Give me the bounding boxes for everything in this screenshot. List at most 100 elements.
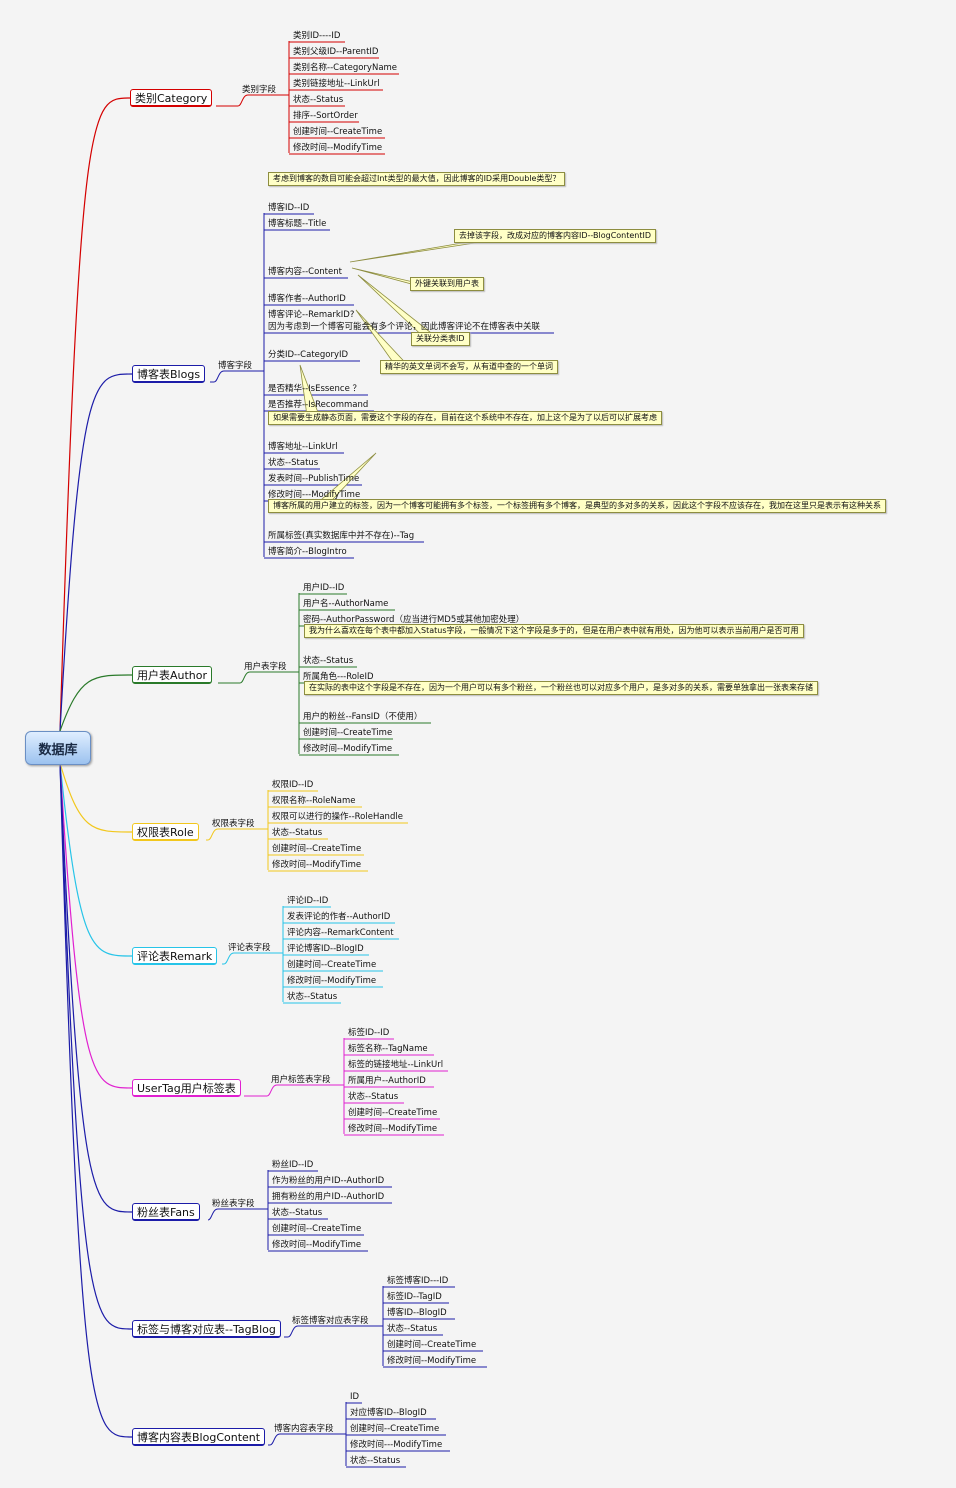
- remark-field-2[interactable]: 评论内容--RemarkContent: [287, 928, 394, 938]
- author-note-0: 我为什么喜欢在每个表中都加入Status字段，一般情况下这个字段是多于的，但是在…: [304, 624, 804, 638]
- author-node[interactable]: 用户表Author: [132, 666, 213, 684]
- remark-field-5[interactable]: 修改时间--ModifyTime: [287, 976, 377, 986]
- content-field-4[interactable]: 状态--Status: [350, 1456, 401, 1466]
- blogs-note-1: 去掉该字段，改成对应的博客内容ID--BlogContentID: [454, 229, 657, 243]
- fans-field-4[interactable]: 创建时间--CreateTime: [272, 1224, 362, 1234]
- content-branch-line: [59, 762, 133, 1438]
- role-field-3[interactable]: 状态--Status: [272, 828, 323, 838]
- blogs-note-0: 考虑到博客的数目可能会超过Int类型的最大值，因此博客的ID采用Double类型…: [268, 172, 566, 186]
- role-field-5[interactable]: 修改时间--ModifyTime: [272, 860, 362, 870]
- usertag-field-2[interactable]: 标签的链接地址--LinkUrl: [348, 1060, 444, 1070]
- remark-branch-line: [59, 762, 133, 957]
- blogs-group-label: 博客字段: [218, 361, 253, 371]
- fans-field-0[interactable]: 粉丝ID--ID: [272, 1160, 314, 1170]
- blogs-field-8[interactable]: 是否推荐--IsRecommand: [268, 400, 369, 410]
- tagblog-branch-line: [59, 762, 133, 1330]
- remark-group-label: 评论表字段: [228, 943, 271, 953]
- remark-field-4[interactable]: 创建时间--CreateTime: [287, 960, 377, 970]
- remark-field-0[interactable]: 评论ID--ID: [287, 896, 329, 906]
- blogs-field-0[interactable]: 博客ID--ID: [268, 203, 310, 213]
- category-field-4[interactable]: 状态--Status: [293, 95, 344, 105]
- remark-field-3[interactable]: 评论博客ID--BlogID: [287, 944, 364, 954]
- tagblog-field-0[interactable]: 标签博客ID---ID: [387, 1276, 449, 1286]
- role-field-4[interactable]: 创建时间--CreateTime: [272, 844, 362, 854]
- tagblog-node[interactable]: 标签与博客对应表--TagBlog: [132, 1320, 281, 1338]
- usertag-field-1[interactable]: 标签名称--TagName: [348, 1044, 428, 1054]
- author-field-3[interactable]: 状态--Status: [303, 656, 354, 666]
- fans-node[interactable]: 粉丝表Fans: [132, 1203, 200, 1221]
- author-group-line: [218, 671, 299, 684]
- usertag-field-6[interactable]: 修改时间--ModifyTime: [348, 1124, 438, 1134]
- tagblog-field-4[interactable]: 创建时间--CreateTime: [387, 1340, 477, 1350]
- usertag-branch-line: [59, 762, 133, 1089]
- blogs-field-6[interactable]: 分类ID--CategoryID: [268, 350, 349, 360]
- content-field-1[interactable]: 对应博客ID--BlogID: [350, 1408, 427, 1418]
- blogs-field-3[interactable]: 博客作者--AuthorID: [268, 294, 346, 304]
- content-group-line: [268, 1433, 346, 1446]
- author-field-0[interactable]: 用户ID--ID: [303, 583, 345, 593]
- root-node[interactable]: 数据库: [25, 731, 91, 765]
- blogs-node[interactable]: 博客表Blogs: [132, 365, 206, 383]
- blogs-field-10[interactable]: 状态--Status: [268, 458, 319, 468]
- usertag-field-0[interactable]: 标签ID--ID: [348, 1028, 390, 1038]
- usertag-group-line: [244, 1084, 344, 1097]
- fans-group-line: [207, 1208, 268, 1221]
- content-field-3[interactable]: 修改时间---ModifyTime: [350, 1440, 443, 1450]
- blogs-field-1[interactable]: 博客标题--Title: [268, 219, 327, 229]
- blogs-field-9[interactable]: 博客地址--LinkUrl: [268, 442, 338, 452]
- author-field-5[interactable]: 用户的粉丝--FansID（不使用）: [303, 712, 423, 722]
- author-field-1[interactable]: 用户名--AuthorName: [303, 599, 389, 609]
- usertag-field-4[interactable]: 状态--Status: [348, 1092, 399, 1102]
- blogs-field-4[interactable]: 博客评论--RemarkID?: [268, 310, 355, 320]
- blogs-field-14[interactable]: 博客简介--BlogIntro: [268, 547, 347, 557]
- fans-field-2[interactable]: 拥有粉丝的用户ID--AuthorID: [272, 1192, 385, 1202]
- category-group-label: 类别字段: [242, 85, 277, 95]
- fans-field-3[interactable]: 状态--Status: [272, 1208, 323, 1218]
- author-note-1: 在实际的表中这个字段是不存在，因为一个用户可以有多个粉丝，一个粉丝也可以对应多个…: [304, 681, 818, 695]
- category-field-7[interactable]: 修改时间--ModifyTime: [293, 143, 383, 153]
- category-field-0[interactable]: 类别ID----ID: [293, 31, 341, 41]
- author-field-2[interactable]: 密码--AuthorPassword（应当进行MD5或其他加密处理）: [303, 615, 525, 625]
- author-field-6[interactable]: 创建时间--CreateTime: [303, 728, 393, 738]
- category-field-6[interactable]: 创建时间--CreateTime: [293, 127, 383, 137]
- role-node[interactable]: 权限表Role: [132, 823, 199, 841]
- fans-field-1[interactable]: 作为粉丝的用户ID--AuthorID: [272, 1176, 385, 1186]
- role-field-2[interactable]: 权限可以进行的操作--RoleHandle: [272, 812, 403, 822]
- remark-group-line: [222, 952, 283, 965]
- fans-branch-line: [59, 762, 133, 1213]
- author-field-7[interactable]: 修改时间--ModifyTime: [303, 744, 393, 754]
- blogs-field-7[interactable]: 是否精华--IsEssence ？: [268, 384, 362, 394]
- category-field-2[interactable]: 类别名称--CategoryName: [293, 63, 398, 73]
- content-field-0[interactable]: ID: [350, 1392, 360, 1402]
- role-field-1[interactable]: 权限名称--RoleName: [272, 796, 356, 806]
- category-field-5[interactable]: 排序--SortOrder: [293, 111, 358, 121]
- blogs-note-4: 精华的英文单词不会写，从有道中查的一个单词: [380, 360, 558, 374]
- tagblog-field-5[interactable]: 修改时间--ModifyTime: [387, 1356, 477, 1366]
- usertag-field-3[interactable]: 所属用户--AuthorID: [348, 1076, 426, 1086]
- remark-field-1[interactable]: 发表评论的作者--AuthorID: [287, 912, 391, 922]
- fans-field-5[interactable]: 修改时间--ModifyTime: [272, 1240, 362, 1250]
- role-field-0[interactable]: 权限ID--ID: [272, 780, 314, 790]
- blogs-field-12[interactable]: 修改时间---ModifyTime: [268, 490, 361, 500]
- tagblog-field-3[interactable]: 状态--Status: [387, 1324, 438, 1334]
- tagblog-field-1[interactable]: 标签ID--TagID: [387, 1292, 442, 1302]
- blogs-field-11[interactable]: 发表时间--PublishTime: [268, 474, 360, 484]
- blogs-field-5[interactable]: 因为考虑到一个博客可能会有多个评论，因此博客评论不在博客表中关联: [268, 322, 541, 332]
- content-node[interactable]: 博客内容表BlogContent: [132, 1428, 266, 1446]
- remark-field-6[interactable]: 状态--Status: [287, 992, 338, 1002]
- remark-node[interactable]: 评论表Remark: [132, 947, 218, 965]
- usertag-field-5[interactable]: 创建时间--CreateTime: [348, 1108, 438, 1118]
- usertag-node[interactable]: UserTag用户标签表: [132, 1079, 241, 1097]
- content-field-2[interactable]: 创建时间--CreateTime: [350, 1424, 440, 1434]
- role-branch-line: [59, 762, 133, 833]
- category-node[interactable]: 类别Category: [130, 89, 213, 107]
- usertag-group-label: 用户标签表字段: [271, 1075, 331, 1085]
- author-field-4[interactable]: 所属角色---RoleID: [303, 672, 374, 682]
- blogs-field-13[interactable]: 所属标签(真实数据库中并不存在)--Tag: [268, 531, 415, 541]
- category-field-3[interactable]: 类别链接地址--LinkUrl: [293, 79, 380, 89]
- blogs-field-2[interactable]: 博客内容--Content: [268, 267, 342, 277]
- category-field-1[interactable]: 类别父级ID--ParentID: [293, 47, 379, 57]
- tagblog-field-2[interactable]: 博客ID--BlogID: [387, 1308, 447, 1318]
